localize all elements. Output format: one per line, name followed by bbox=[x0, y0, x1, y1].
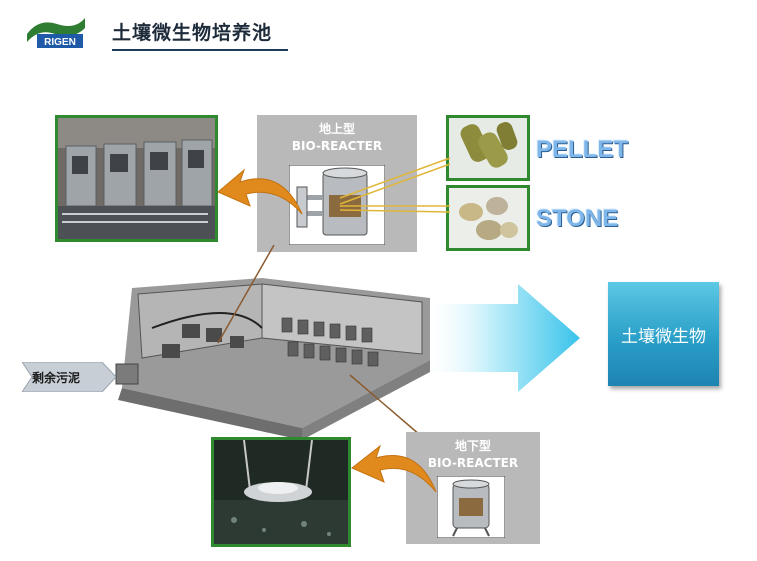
above-ground-label-1: 地上型 bbox=[318, 122, 355, 136]
above-ground-photo bbox=[55, 115, 218, 242]
above-ground-reactor-image bbox=[289, 165, 385, 245]
leader-lines bbox=[217, 245, 421, 436]
output-label: 土壤微生物 bbox=[621, 327, 706, 347]
logo-text: RIGEN bbox=[44, 37, 76, 48]
below-ground-label-2: BIO-REACTER bbox=[427, 456, 519, 470]
output-arrow bbox=[420, 284, 580, 392]
media-connectors bbox=[339, 157, 451, 213]
sludge-input-arrow bbox=[22, 362, 116, 392]
facility-illustration bbox=[115, 278, 430, 440]
page-title: 土壤微生物培养池 bbox=[112, 22, 273, 44]
below-ground-photo bbox=[211, 437, 351, 547]
stone-label: STONE bbox=[536, 205, 619, 232]
rigen-logo: RIGEN bbox=[27, 18, 85, 48]
output-box bbox=[608, 282, 719, 386]
orange-arrow-bottom bbox=[351, 444, 437, 493]
sludge-label: 剩余污泥 bbox=[32, 371, 81, 385]
stone-photo bbox=[446, 185, 530, 251]
below-ground-label-1: 地下型 bbox=[454, 439, 491, 453]
orange-arrow-top bbox=[217, 168, 303, 215]
pellet-photo bbox=[446, 115, 530, 181]
pellet-label: PELLET bbox=[536, 136, 629, 163]
underwater-reactor-image bbox=[214, 440, 348, 544]
below-ground-reactor-image bbox=[437, 476, 505, 538]
above-ground-label-2: BIO-REACTER bbox=[291, 139, 383, 153]
tank-room-image bbox=[58, 118, 215, 239]
title-underline bbox=[112, 49, 288, 51]
